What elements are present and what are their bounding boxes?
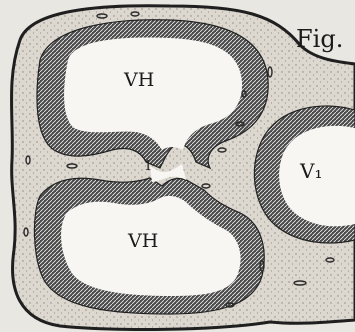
right-ventricle-label: V₁ [299, 159, 322, 183]
lower-ventricle-label: VH [127, 230, 158, 252]
figure-caption: Fig. [296, 25, 343, 53]
upper-ventricle-label: VH [123, 69, 154, 91]
opening-label: 1 [144, 159, 152, 174]
